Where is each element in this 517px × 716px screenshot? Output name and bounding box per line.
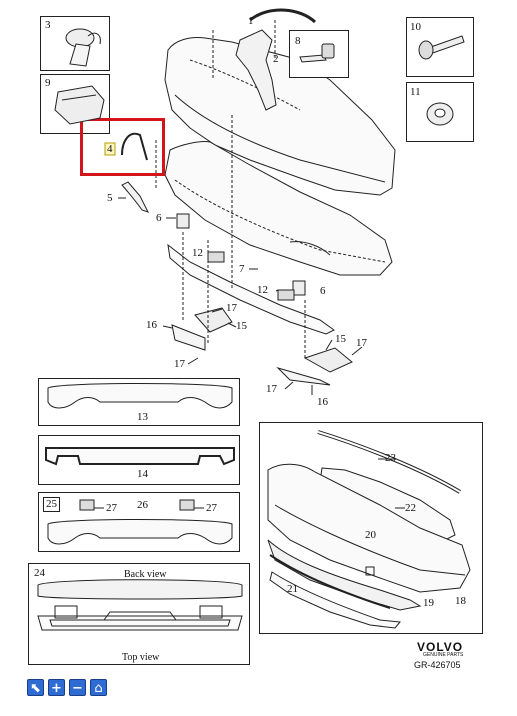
lower-bumper (164, 141, 393, 276)
lower-strip (167, 243, 335, 335)
callout-3[interactable]: 3 (45, 19, 51, 31)
top-view-label: Top view (122, 652, 160, 663)
callout-8[interactable]: 8 (295, 35, 301, 47)
cursor-button[interactable]: ⬉ (27, 679, 44, 696)
minus-icon: − (72, 681, 83, 696)
part-4-rod (121, 132, 148, 161)
callout-12[interactable]: 12 (192, 247, 203, 259)
callout-25[interactable]: 25 (43, 497, 60, 512)
bracket-1 (235, 29, 277, 111)
callout-10[interactable]: 10 (410, 21, 421, 33)
viewer-toolbar: ⬉ + − ⌂ (27, 679, 117, 697)
zoom-in-button[interactable]: + (48, 679, 65, 696)
callout-2[interactable]: 2 (273, 53, 279, 65)
callout-17[interactable]: 17 (356, 337, 367, 349)
callout-15[interactable]: 15 (236, 320, 247, 332)
callout-24[interactable]: 24 (34, 567, 45, 579)
detail-panel-18-23[interactable] (259, 422, 483, 634)
callout-17[interactable]: 17 (226, 302, 237, 314)
part-5-reflector (121, 181, 149, 213)
home-button[interactable]: ⌂ (90, 679, 107, 696)
callout-20[interactable]: 20 (365, 529, 376, 541)
highlight-box-part-4 (80, 118, 165, 176)
callout-14[interactable]: 14 (137, 468, 148, 480)
callout-23[interactable]: 23 (385, 452, 396, 464)
cursor-icon: ⬉ (30, 681, 41, 696)
callout-13[interactable]: 13 (137, 411, 148, 423)
callout-19[interactable]: 19 (423, 597, 434, 609)
callout-15[interactable]: 15 (335, 333, 346, 345)
callout-16[interactable]: 16 (317, 396, 328, 408)
callout-21[interactable]: 21 (287, 583, 298, 595)
home-icon: ⌂ (94, 681, 103, 696)
callout-11[interactable]: 11 (410, 86, 421, 98)
callout-7[interactable]: 7 (239, 263, 245, 275)
callout-5[interactable]: 5 (107, 192, 113, 204)
callout-17[interactable]: 17 (266, 383, 277, 395)
brand-subtitle: GENUINE PARTS (423, 652, 464, 658)
callout-6[interactable]: 6 (156, 212, 162, 224)
diagram-code: GR-426705 (414, 660, 461, 670)
brand-logo: VOLVO (417, 640, 464, 654)
callout-22[interactable]: 22 (405, 502, 416, 514)
plus-icon: + (51, 681, 62, 696)
inset-part-11[interactable] (406, 82, 474, 142)
inset-part-8[interactable] (289, 30, 349, 78)
callout-4[interactable]: 4 (107, 143, 113, 155)
callout-18[interactable]: 18 (455, 595, 466, 607)
zoom-out-button[interactable]: − (69, 679, 86, 696)
callout-16[interactable]: 16 (146, 319, 157, 331)
callout-1[interactable]: 1 (248, 15, 254, 27)
callout-12[interactable]: 12 (257, 284, 268, 296)
back-view-label: Back view (124, 569, 167, 580)
callout-17[interactable]: 17 (174, 358, 185, 370)
callout-27[interactable]: 27 (206, 502, 217, 514)
callout-9[interactable]: 9 (45, 77, 51, 89)
callout-6[interactable]: 6 (320, 285, 326, 297)
callout-27[interactable]: 27 (106, 502, 117, 514)
callout-26[interactable]: 26 (137, 499, 148, 511)
